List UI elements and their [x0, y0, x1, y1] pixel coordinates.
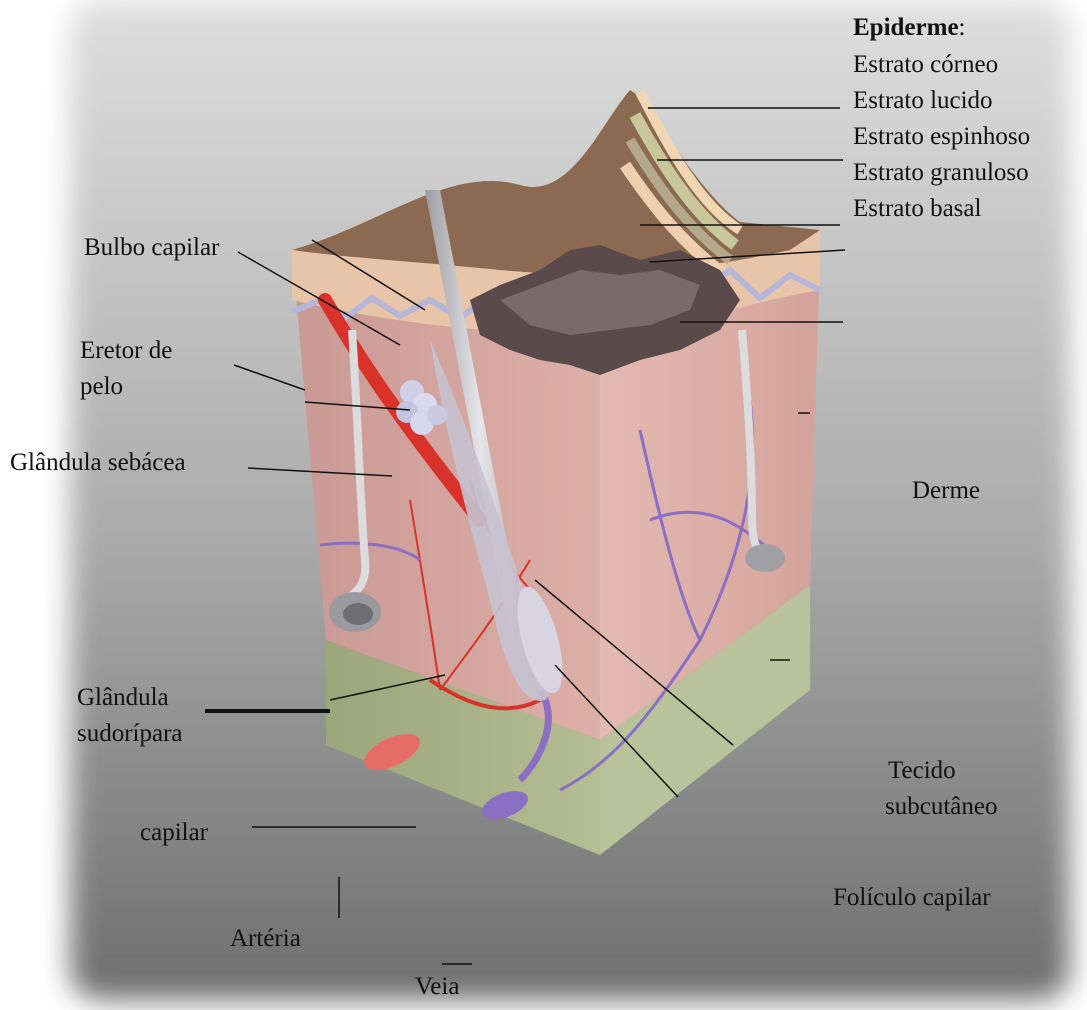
- sweat-gland-coil-left-inner: [343, 603, 373, 625]
- label-epiderme: Epiderme:: [853, 13, 966, 43]
- label-glandula-sudoripara-line2: sudorípara: [77, 719, 183, 749]
- label-bulbo-capilar: Bulbo capilar: [84, 233, 219, 263]
- label-estrato-espinhoso: Estrato espinhoso: [853, 122, 1030, 152]
- sweat-gland-coil-right: [745, 544, 785, 572]
- label-estrato-basal: Estrato basal: [853, 194, 981, 224]
- label-capilar: capilar: [140, 818, 208, 848]
- label-glandula-sudoripara-line1: Glândula: [77, 683, 169, 713]
- label-eretor-de-pelo-line2: pelo: [80, 372, 123, 402]
- label-arteria: Artéria: [230, 924, 301, 954]
- label-tecido-subcutaneo-line2: subcutâneo: [885, 792, 997, 822]
- label-glandula-sebacea: Glândula sebácea: [10, 448, 186, 478]
- label-veia: Veia: [415, 972, 459, 1002]
- label-tecido-subcutaneo-line1: Tecido: [888, 756, 956, 786]
- epiderme-colon: :: [959, 14, 966, 41]
- label-estrato-granuloso: Estrato granuloso: [853, 158, 1029, 188]
- epiderme-title: Epiderme: [853, 14, 959, 41]
- label-estrato-lucido: Estrato lucido: [853, 86, 993, 116]
- label-derme: Derme: [912, 476, 980, 506]
- label-foliculo-capilar: Folículo capilar: [833, 883, 991, 913]
- label-estrato-corneo: Estrato córneo: [853, 50, 998, 80]
- label-eretor-de-pelo-line1: Eretor de: [80, 336, 172, 366]
